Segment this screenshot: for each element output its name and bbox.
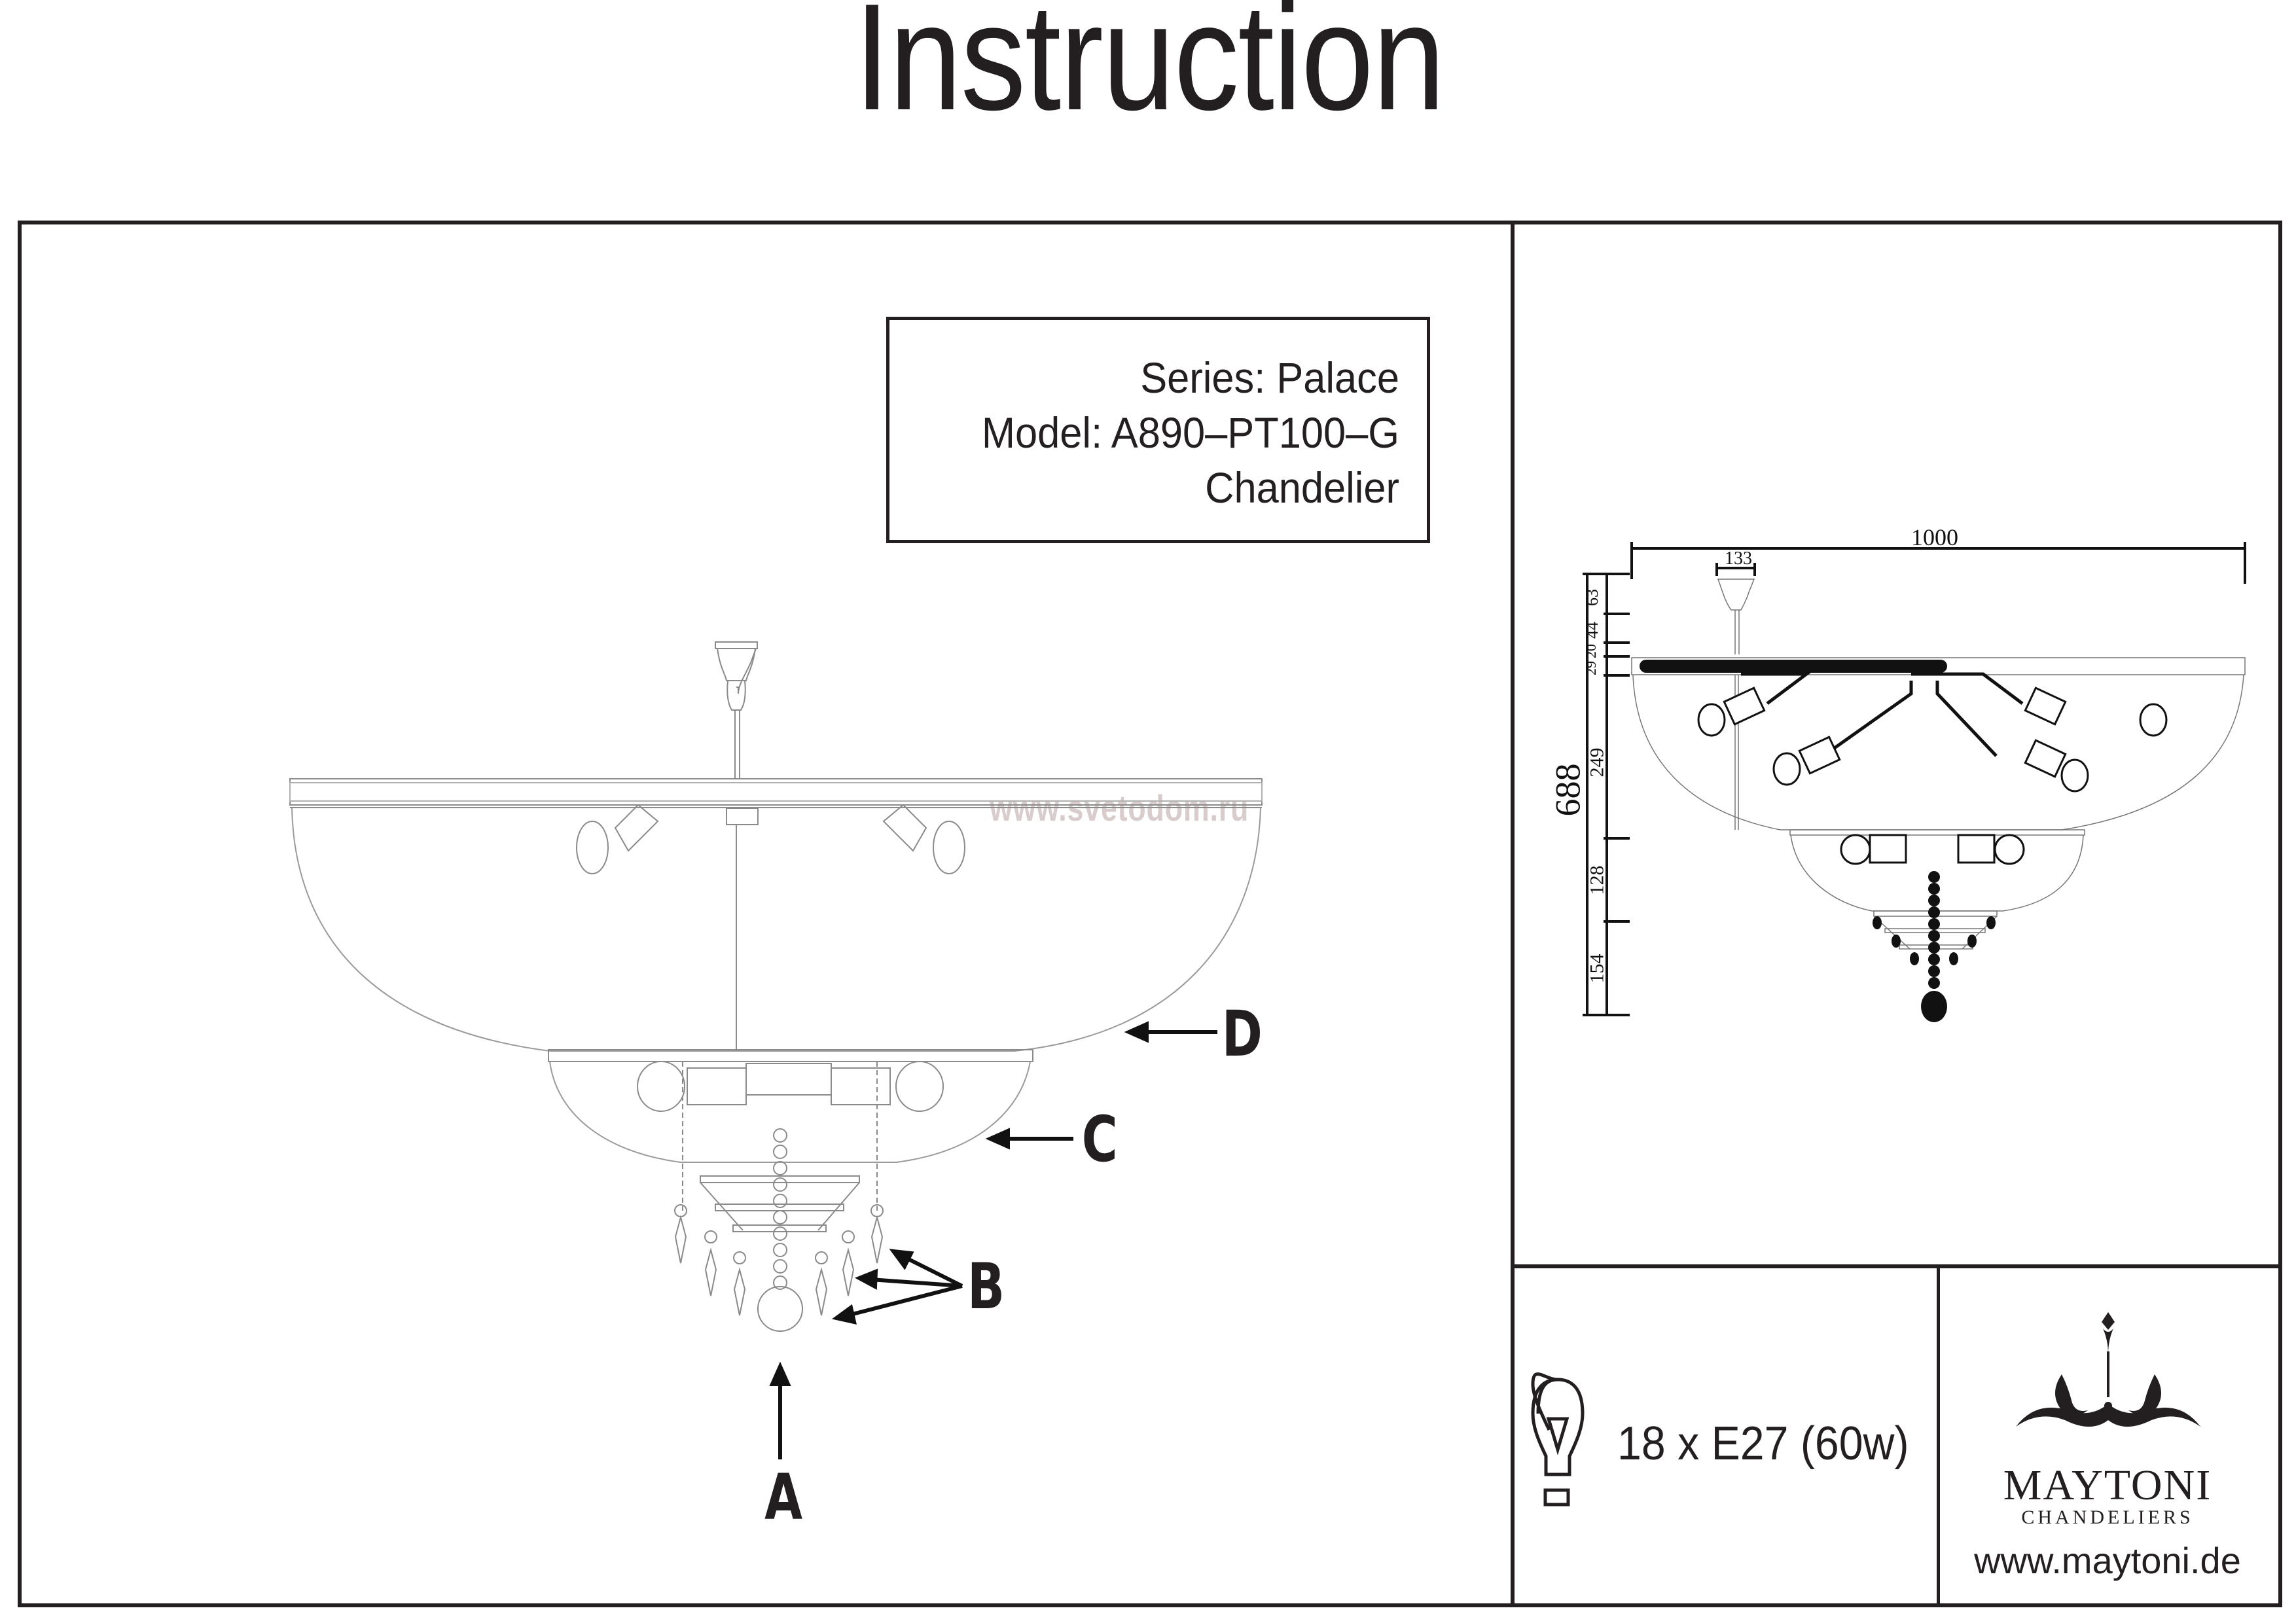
dim-canopy-width: 133 [1725,548,1752,569]
panel-divider-horizontal [1511,1264,2278,1268]
series-label: Series: Palace [1140,353,1399,402]
page-title: Instruction [853,0,1445,142]
dim-segment-2: 44 [1583,622,1602,639]
footer-divider-vertical [1937,1264,1940,1603]
drawing-frame [18,221,2282,1607]
brand-url[interactable]: www.maytoni.de [1974,1540,2241,1581]
dim-width-total: 1000 [1911,524,1958,550]
dim-segment-3: 20 [1583,644,1599,658]
dim-segment-5: 249 [1586,747,1608,777]
callout-label-d: D [1221,997,1263,1071]
dim-segment-7: 154 [1586,954,1608,984]
brand-tagline: CHANDELIERS [2021,1507,2194,1528]
dim-height-total: 688 [1548,763,1588,817]
dim-segment-4: 29 [1583,661,1599,675]
bulb-spec-text: 18 x E27 (60w) [1617,1418,1909,1470]
product-type-label: Chandelier [1205,463,1399,512]
product-info-box: Series: Palace Model: A890–PT100–G Chand… [886,317,1430,543]
panel-divider-vertical [1511,221,1515,1603]
brand-name: MAYTONI [2003,1461,2212,1509]
callout-label-b: B [967,1250,1005,1323]
dim-segment-1: 63 [1583,589,1602,606]
dim-segment-6: 128 [1586,865,1608,895]
model-label: Model: A890–PT100–G [981,408,1399,457]
callout-label-a: A [764,1461,803,1534]
callout-label-c: C [1081,1103,1118,1176]
watermark: www.svetodom.ru [990,787,1249,829]
